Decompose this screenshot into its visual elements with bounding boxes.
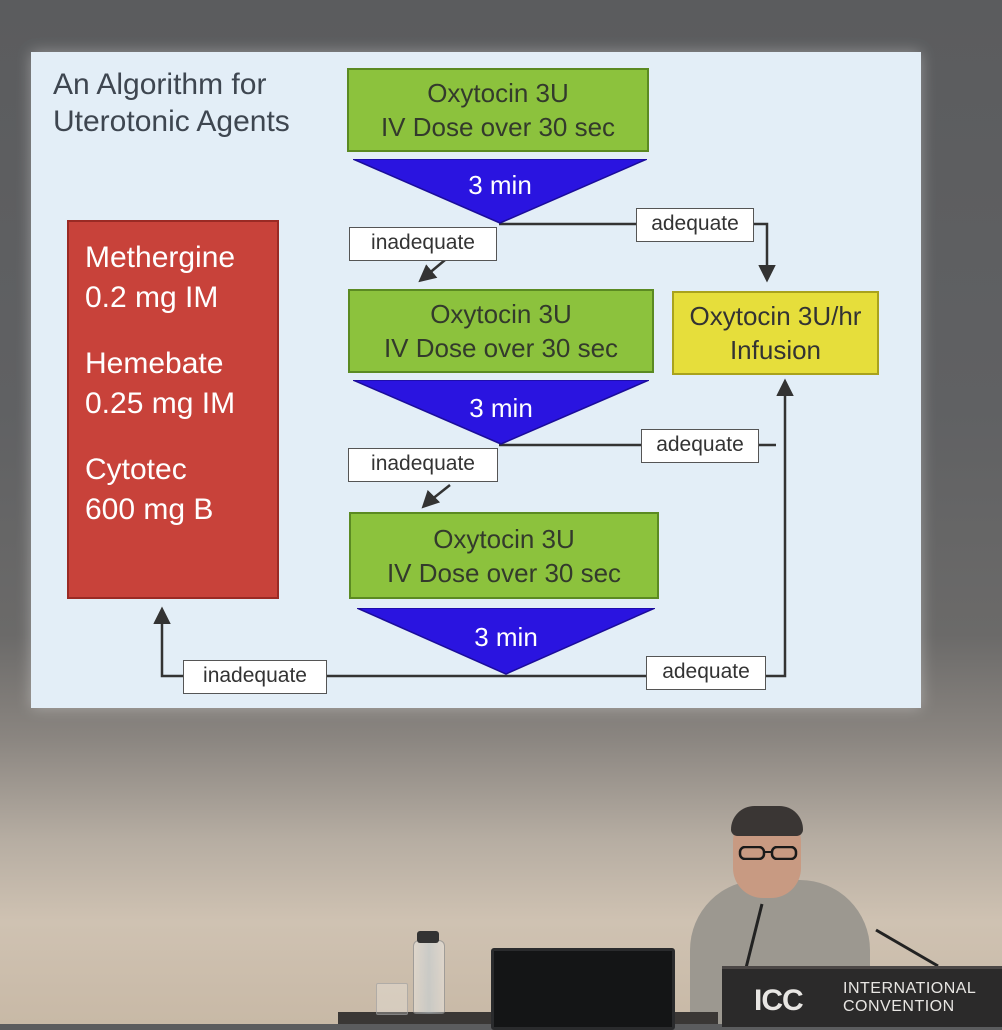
inadequate-arrow-1 xyxy=(418,259,446,283)
wait-triangle-2 xyxy=(353,380,649,445)
water-glass xyxy=(376,983,408,1015)
water-bottle xyxy=(413,940,445,1014)
title-line-2: Uterotonic Agents xyxy=(53,105,290,138)
microphone-icon xyxy=(875,928,939,968)
glasses-icon xyxy=(738,846,798,860)
inadequate-tag-2: inadequate xyxy=(348,448,498,482)
bottle-cap xyxy=(417,931,439,943)
adequate-connector-3 xyxy=(505,378,794,678)
venue-name-line-1: INTERNATIONAL xyxy=(843,980,977,997)
inadequate-tag-3: inadequate xyxy=(183,660,327,694)
inadequate-arrow-2 xyxy=(425,484,451,505)
step-3-drug: Oxytocin 3U xyxy=(433,523,575,554)
oxytocin-step-3: Oxytocin 3U IV Dose over 30 sec xyxy=(349,512,659,599)
inadequate-tag-1: inadequate xyxy=(349,227,497,261)
step-1-dose: IV Dose over 30 sec xyxy=(380,112,616,142)
laptop-monitor xyxy=(491,948,675,1030)
flow-connectors xyxy=(153,222,794,678)
agent-cytotec: Cytotec 600 mg B xyxy=(85,450,277,530)
step-3-dose: IV Dose over 30 sec xyxy=(386,557,622,588)
agent-methergine: Methergine 0.2 mg IM xyxy=(85,238,277,318)
adequate-tag-3: adequate xyxy=(646,656,766,690)
agent-dose: 600 mg B xyxy=(85,493,214,526)
oxytocin-step-2: Oxytocin 3U IV Dose over 30 sec xyxy=(348,289,654,373)
second-line-agents-box: Methergine 0.2 mg IM Hemebate 0.25 mg IM… xyxy=(67,220,279,599)
wait-label-1: 3 min xyxy=(468,170,532,200)
infusion-type: Infusion xyxy=(729,335,822,365)
adequate-connector-1 xyxy=(499,222,776,283)
inadequate-connector-3 xyxy=(153,606,505,678)
presentation-slide: An Algorithm for Uterotonic Agents Oxyto… xyxy=(31,52,921,708)
agent-dose: 0.25 mg IM xyxy=(85,387,236,420)
wait-triangle-3 xyxy=(357,608,655,675)
slide-title: An Algorithm for Uterotonic Agents xyxy=(53,66,353,140)
adequate-tag-1: adequate xyxy=(636,208,754,242)
oxytocin-infusion-box: Oxytocin 3U/hr Infusion xyxy=(672,291,879,375)
presenter-hair xyxy=(731,806,803,836)
venue-name: INTERNATIONAL CONVENTION xyxy=(843,980,993,1016)
wait-label-2: 3 min xyxy=(469,393,533,423)
lectern xyxy=(722,966,1002,1027)
adequate-tag-2: adequate xyxy=(641,429,759,463)
step-2-dose: IV Dose over 30 sec xyxy=(383,333,619,363)
agent-hemebate: Hemebate 0.25 mg IM xyxy=(85,344,277,424)
venue-name-line-2: CONVENTION xyxy=(843,998,955,1015)
venue-logo: ICC xyxy=(754,984,804,1017)
oxytocin-step-1: Oxytocin 3U IV Dose over 30 sec xyxy=(347,68,649,152)
step-1-drug: Oxytocin 3U xyxy=(427,78,569,108)
step-2-drug: Oxytocin 3U xyxy=(430,299,572,329)
agent-name: Hemebate xyxy=(85,347,224,380)
wait-label-3: 3 min xyxy=(474,622,538,652)
title-line-1: An Algorithm for xyxy=(53,68,267,101)
wait-triangle-1 xyxy=(353,159,647,224)
agent-dose: 0.2 mg IM xyxy=(85,281,219,314)
microphone-icon xyxy=(744,903,764,969)
agent-name: Cytotec xyxy=(85,453,187,486)
infusion-drug: Oxytocin 3U/hr xyxy=(689,301,862,331)
agent-name: Methergine xyxy=(85,241,236,274)
